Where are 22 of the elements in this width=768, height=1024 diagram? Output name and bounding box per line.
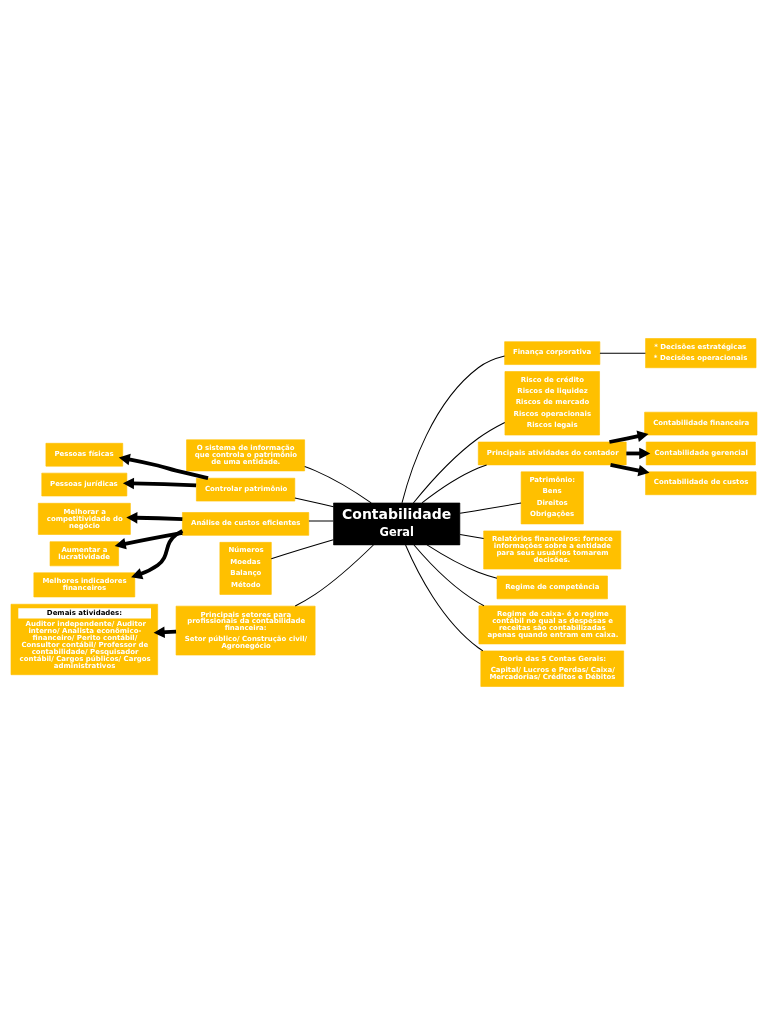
connector: [294, 497, 334, 507]
connector: [401, 355, 506, 503]
arrow: [122, 477, 197, 489]
arrow: [126, 511, 183, 524]
connector: [412, 421, 506, 503]
node-box: Contabilidade Geral: [333, 502, 461, 545]
arrow: [609, 430, 649, 444]
arrow: [114, 530, 183, 549]
arrow: [118, 453, 209, 480]
connector: [308, 520, 334, 522]
connector: [413, 544, 485, 606]
connector: [270, 538, 334, 559]
connector: [304, 465, 372, 503]
connector: [459, 533, 485, 539]
connector: [599, 352, 646, 354]
connector: [405, 544, 484, 651]
connector: [459, 502, 522, 514]
connector: [421, 463, 488, 503]
arrow: [610, 462, 650, 476]
connector: [426, 543, 498, 579]
arrow: [131, 528, 184, 579]
connector: [294, 544, 374, 607]
